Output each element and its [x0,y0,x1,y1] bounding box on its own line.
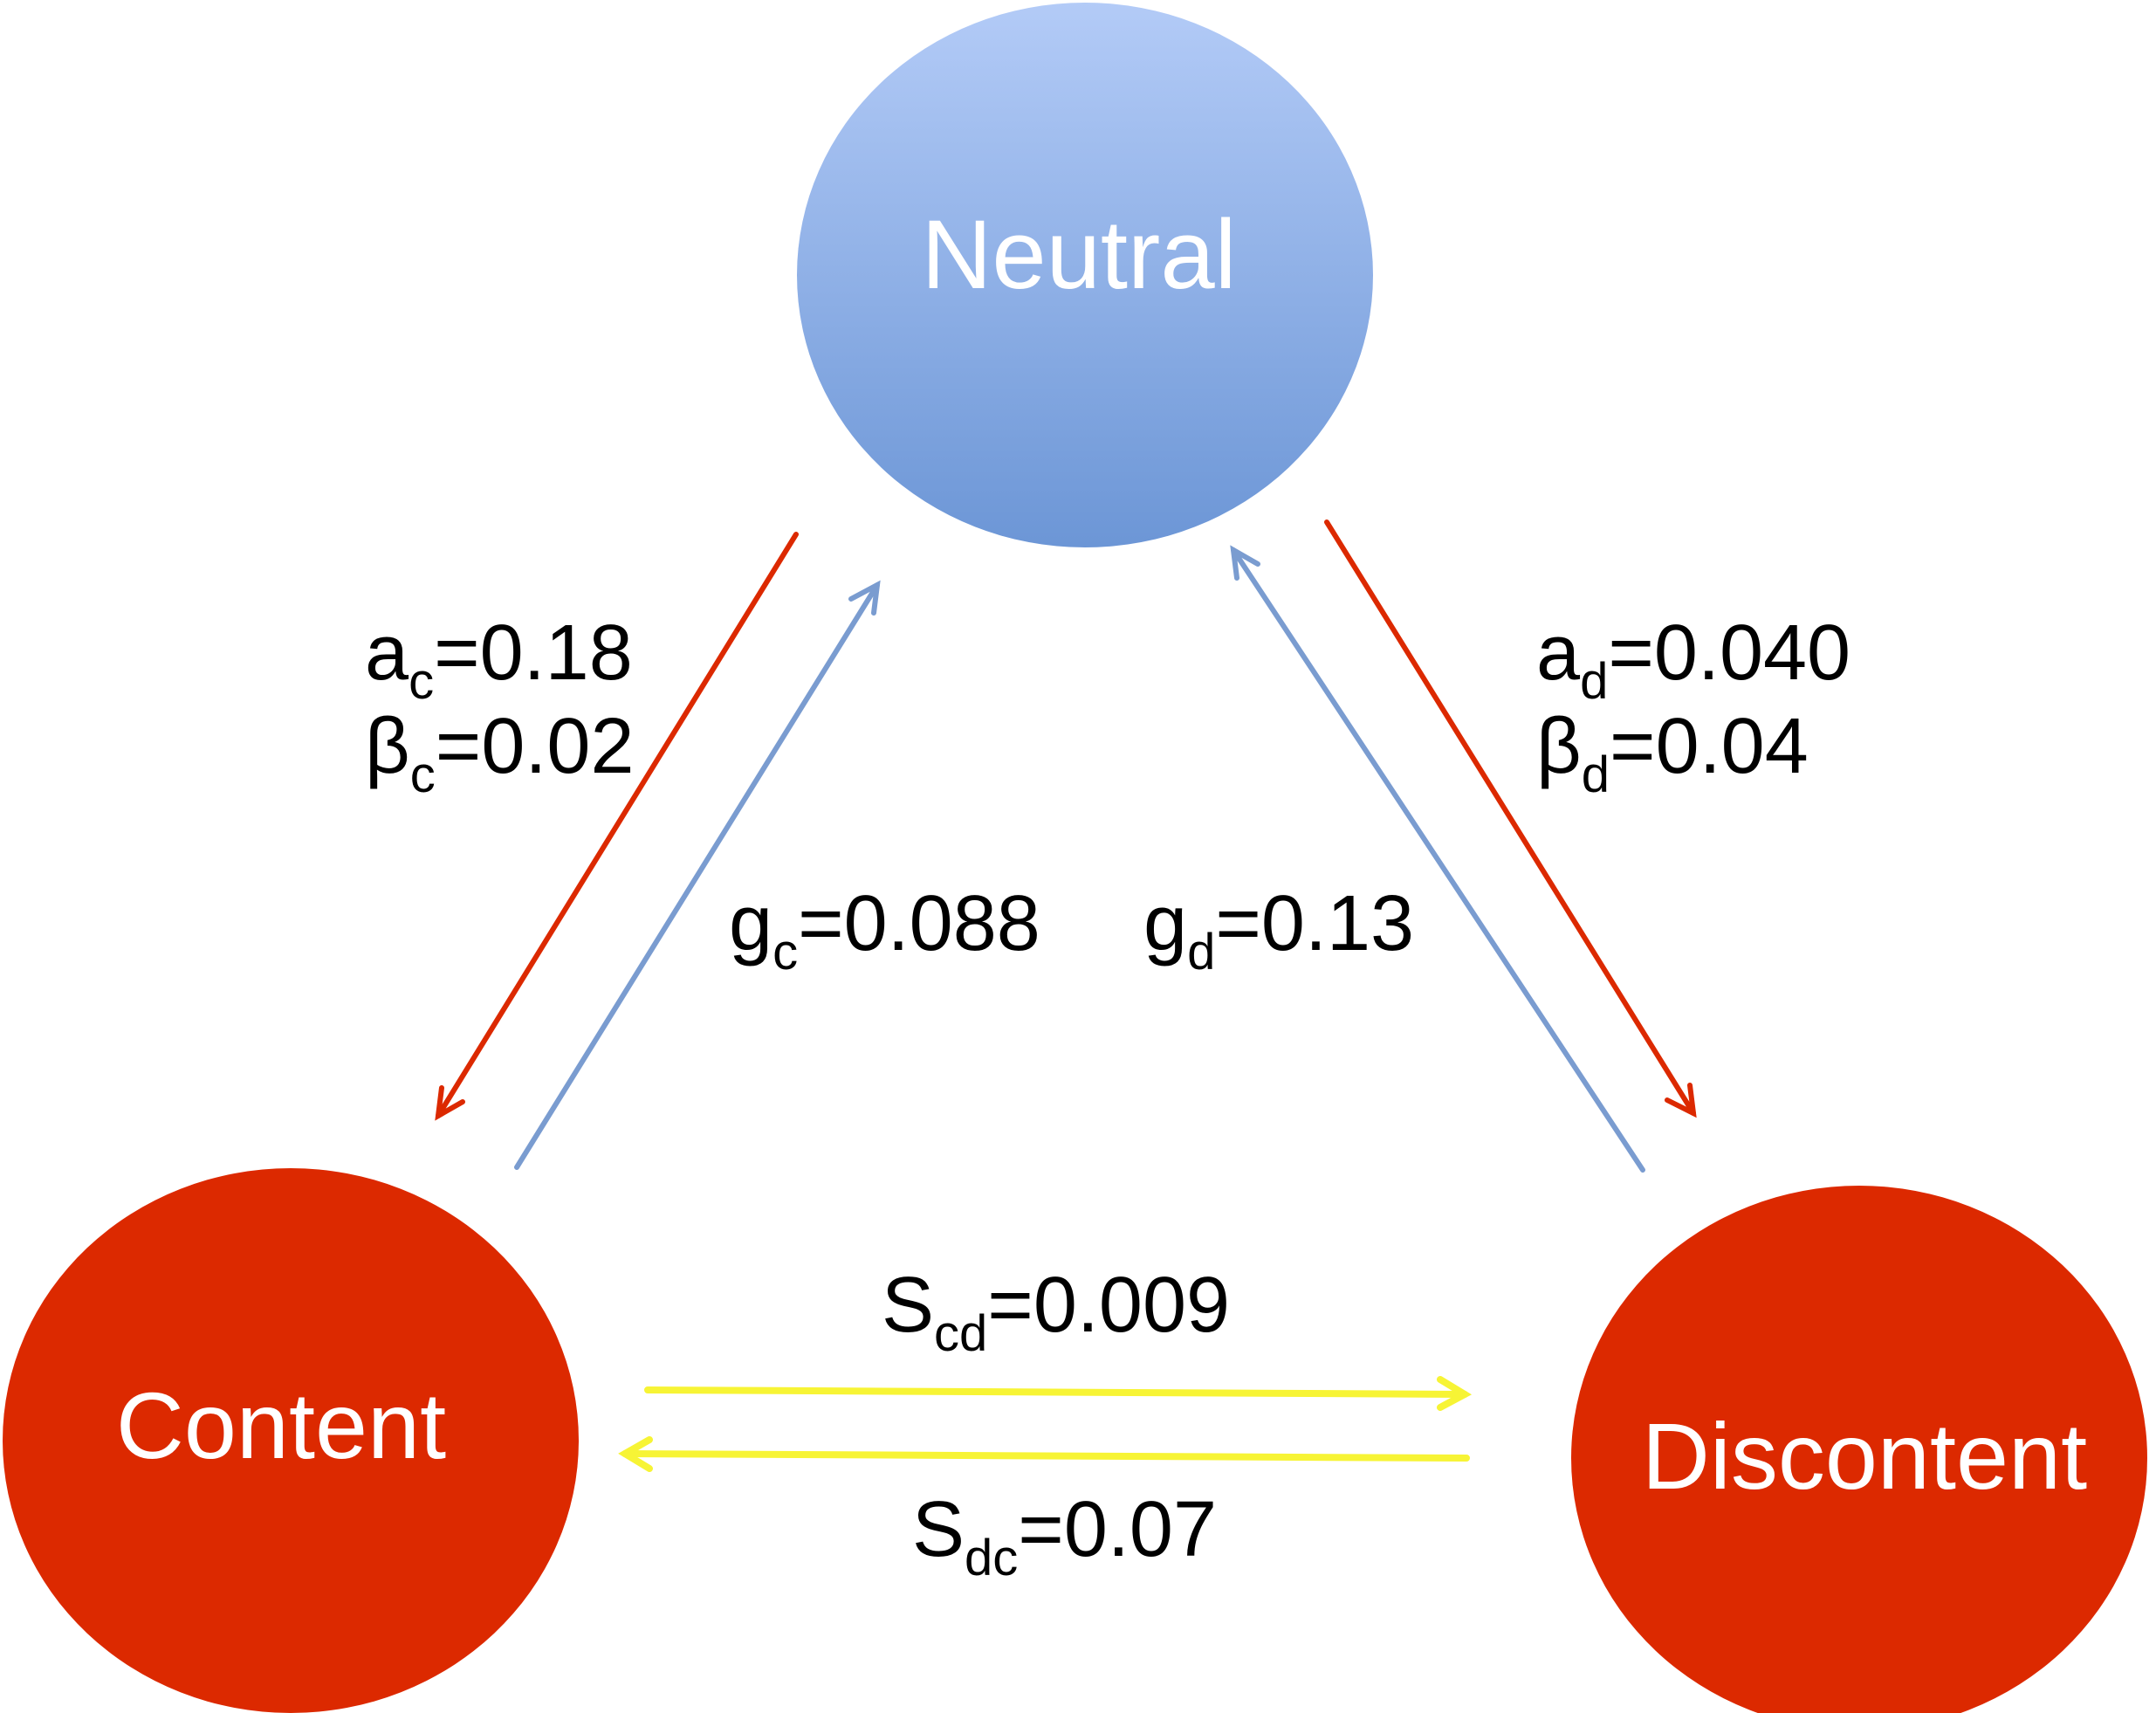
neutral-label: Neutral [921,200,1236,309]
param-beta-c: βc=0.02 [365,703,635,803]
param-a-c: ac=0.18 [365,609,633,710]
discontent-to-content-arrow [618,1436,1470,1472]
param-s-cd: Scd=0.009 [882,1262,1230,1362]
param-a-d: ad=0.040 [1536,609,1850,710]
param-s-dc: Sdc=0.07 [912,1486,1217,1586]
discontent-label: Discontent [1642,1403,2087,1509]
param-beta-d: βd=0.04 [1536,703,1809,803]
content-to-discontent-arrow [644,1376,1473,1411]
param-g-c: gc=0.088 [729,880,1040,980]
neutral-to-content-arrow [435,532,799,1121]
content-label: Content [116,1372,446,1478]
discontent-to-neutral-arrow [1230,545,1645,1173]
neutral-node [797,3,1373,547]
content-to-neutral-arrow [514,580,881,1170]
neutral-to-discontent-arrow [1324,519,1697,1118]
content-node [3,1168,579,1713]
param-g-d: gd=0.13 [1143,880,1414,980]
discontent-node [1571,1186,2147,1713]
